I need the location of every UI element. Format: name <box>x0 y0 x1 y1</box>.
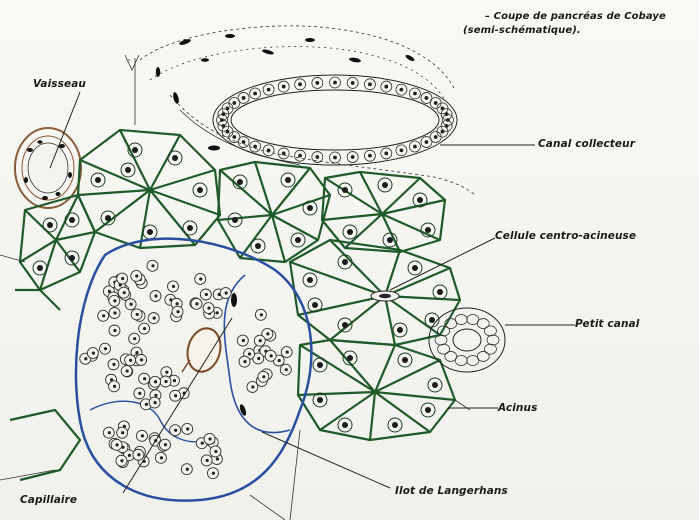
duct-cell-nucleus <box>425 97 428 100</box>
duct-cell-nucleus <box>369 154 372 157</box>
duct-cell-nucleus <box>316 82 319 85</box>
ilot-de-langerhans <box>76 239 311 501</box>
label-cellule-centro-acineuse: Cellule centro-acineuse <box>495 230 636 242</box>
label-vaisseau: Vaisseau <box>33 78 86 90</box>
duct-cell-nucleus <box>226 107 229 110</box>
duct-cell-nucleus <box>425 141 428 144</box>
duct-cell-nucleus <box>334 156 337 159</box>
duct-cell-nucleus <box>414 92 417 95</box>
petit-canal-cell <box>487 335 499 345</box>
petit-canal-cell <box>455 315 467 325</box>
duct-cell-nucleus <box>316 156 319 159</box>
duct-cell-nucleus <box>400 149 403 152</box>
duct-cell-nucleus <box>254 145 257 148</box>
duct-cell-nucleus <box>441 130 444 133</box>
duct-cell-nucleus <box>299 154 302 157</box>
figure-title-line1: – Coupe de pancréas de Cobaye <box>485 11 666 22</box>
duct-cell-nucleus <box>400 88 403 91</box>
petit-canal-cell <box>445 351 457 361</box>
duct-cell-nucleus <box>242 141 245 144</box>
petit-canal-cell <box>435 335 447 345</box>
petit-canal-cell <box>484 344 496 354</box>
connective-tissue <box>125 26 475 195</box>
duct-cell-nucleus <box>369 83 372 86</box>
duct-cell-nucleus <box>385 85 388 88</box>
label-canal-collecteur: Canal collecteur <box>538 138 635 150</box>
petit-canal-cell <box>467 355 479 365</box>
label-ilot-de-langerhans: Ilot de Langerhans <box>395 485 508 497</box>
centro-acinar-cell <box>371 291 399 301</box>
duct-cell-nucleus <box>385 152 388 155</box>
petit-canal-cell <box>484 326 496 336</box>
islet-cells <box>80 260 292 478</box>
petit-canal-cell <box>477 319 489 329</box>
duct-cell-nucleus <box>233 136 236 139</box>
duct-cell-nucleus <box>267 149 270 152</box>
petit-canal-cell <box>438 344 450 354</box>
duct-cell-nucleus <box>282 85 285 88</box>
duct-cell-nucleus <box>351 156 354 159</box>
duct-cell-nucleus <box>351 82 354 85</box>
duct-cell-nucleus <box>434 102 437 105</box>
duct-cell-nucleus <box>254 92 257 95</box>
duct-cell-nucleus <box>242 97 245 100</box>
figure-title-line2: (semi-schématique). <box>463 25 581 36</box>
duct-cell-nucleus <box>414 145 417 148</box>
duct-cell-nucleus <box>267 88 270 91</box>
label-acinus: Acinus <box>498 402 537 414</box>
duct-cell-nucleus <box>233 102 236 105</box>
duct-cell-nucleus <box>445 113 448 116</box>
duct-cell-nucleus <box>334 81 337 84</box>
duct-cell-nucleus <box>299 83 302 86</box>
petit-canal <box>429 308 505 372</box>
label-petit-canal: Petit canal <box>575 318 639 330</box>
label-capillaire: Capillaire <box>20 494 77 506</box>
duct-cell-nucleus <box>434 136 437 139</box>
duct-cell-nucleus <box>282 152 285 155</box>
